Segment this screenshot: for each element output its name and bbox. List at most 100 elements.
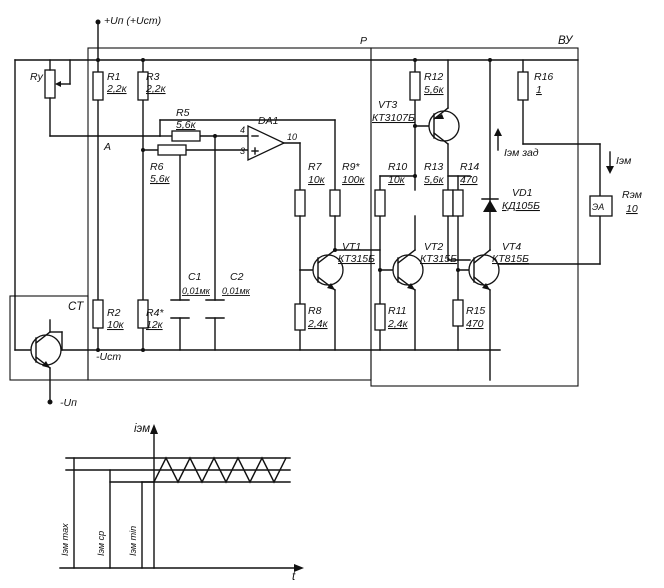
r15-name: R15 [466, 305, 485, 317]
ct-block-outline [9, 295, 89, 381]
c2-name: C2 [230, 271, 244, 283]
vd1-type: КД105Б [502, 200, 540, 212]
junction-dot [96, 58, 100, 62]
resistor-r14 [452, 189, 464, 217]
r15-value: 470 [466, 318, 484, 330]
supply-terminal-pos [95, 19, 101, 25]
transistor-vt3 [428, 107, 460, 145]
junction-dot [413, 174, 417, 178]
transistor-vt4 [468, 249, 500, 291]
vt2-wiring [334, 175, 416, 351]
resistor-r16 [517, 71, 529, 101]
r8-value: 2,4к [307, 318, 329, 330]
coil-current-label: Iэм [616, 155, 631, 167]
vt4-name: VT4 [502, 241, 521, 253]
junction-dot [413, 124, 417, 128]
junction-dot [333, 248, 337, 252]
r9-value: 100к [342, 174, 366, 186]
r13-value: 5,6к [424, 174, 445, 186]
regulator-block-outline [87, 47, 372, 381]
junction-dot [213, 134, 217, 138]
resistor-r7 [294, 189, 306, 217]
r6-name: R6 [150, 161, 164, 173]
r8-name: R8 [308, 305, 322, 317]
junction-dot [141, 58, 145, 62]
r6-value: 5,6к [150, 173, 171, 185]
opamp-da1 [247, 124, 301, 191]
node-a-label: A [103, 141, 111, 153]
coil-ea [589, 195, 613, 217]
resistor-r10 [374, 189, 386, 217]
opamp-pin-out: 10 [287, 132, 297, 142]
r2-name: R2 [107, 307, 121, 319]
vt1-name: VT1 [342, 241, 361, 253]
coil-current-arrow [606, 151, 614, 174]
r9-name: R9* [342, 161, 360, 173]
r7-name: R7 [308, 161, 323, 173]
r10-name: R10 [388, 161, 407, 173]
r14-value: 470 [460, 174, 478, 186]
vt3-type: КТ3107Б [372, 112, 415, 124]
resistor-r9 [329, 189, 341, 217]
c1-value: 0,01мк [182, 286, 211, 296]
r5-value: 5,6к [176, 119, 197, 131]
supply-wiring [14, 21, 579, 351]
junction-dot [96, 348, 100, 352]
resistor-r1 [92, 71, 104, 101]
junction-dot [456, 268, 460, 272]
c1-name: C1 [188, 271, 201, 283]
resistor-r3 [137, 71, 149, 101]
capacitor-c1 [170, 299, 190, 319]
r12-value: 5,6к [424, 84, 445, 96]
resistor-r2 [92, 299, 104, 329]
r13-name: R13 [424, 161, 443, 173]
resistor-r15 [452, 299, 464, 327]
supply-neg-label: -Uп [60, 397, 77, 409]
resistor-r4 [137, 299, 149, 329]
neg-stab-label: -Uст [96, 351, 121, 363]
capacitor-c2 [205, 299, 225, 319]
coil-value: 10 [626, 203, 638, 215]
opamp-name: DA1 [258, 115, 278, 127]
c2-value: 0,01мк [222, 286, 251, 296]
resistor-r6 [157, 144, 187, 156]
r1-name: R1 [107, 71, 120, 83]
ct-wiring [14, 295, 51, 403]
junction-dot [141, 148, 145, 152]
graph-level-avg: Iэм ср [96, 531, 106, 556]
r16-value: 1 [536, 84, 542, 96]
r3-value: 2,2к [145, 83, 167, 95]
r2-value: 10к [107, 319, 125, 331]
vu-block-outline [370, 47, 579, 387]
vd1-name: VD1 [512, 187, 532, 199]
vt2-type: КТ315Б [420, 253, 457, 265]
r14-name: R14 [460, 161, 479, 173]
opamp-pin-inv: 4 [240, 125, 245, 135]
potentiometer-ry [44, 59, 161, 137]
r4-value: 12к [146, 319, 164, 331]
resistor-r8 [294, 303, 306, 331]
graph-level-max: Iэм max [60, 523, 70, 556]
coil-label: Rэм [622, 189, 642, 201]
r11-value: 2,4к [387, 318, 409, 330]
hold-current-arrow [494, 128, 502, 151]
graph-level-min: Iэм min [128, 526, 138, 556]
vu-block-label: ВУ [558, 35, 574, 47]
r11-name: R11 [388, 305, 406, 317]
r4-name: R4* [146, 307, 164, 319]
r16-name: R16 [534, 71, 553, 83]
ct-block-label: CT [68, 301, 84, 313]
r5-name: R5 [176, 107, 190, 119]
resistor-r13 [442, 189, 454, 217]
r10-value: 10к [388, 174, 406, 186]
hold-current-label: Iэм зад [504, 147, 539, 159]
coil-name: ЭА [592, 202, 604, 212]
vt3-name: VT3 [378, 99, 397, 111]
graph-y-label: iэм [134, 423, 150, 435]
node-p-label: P [360, 35, 367, 47]
junction-dot [488, 58, 492, 62]
vt1-wiring [299, 215, 336, 351]
graph-x-label: t [292, 571, 296, 583]
vt2-name: VT2 [424, 241, 443, 253]
